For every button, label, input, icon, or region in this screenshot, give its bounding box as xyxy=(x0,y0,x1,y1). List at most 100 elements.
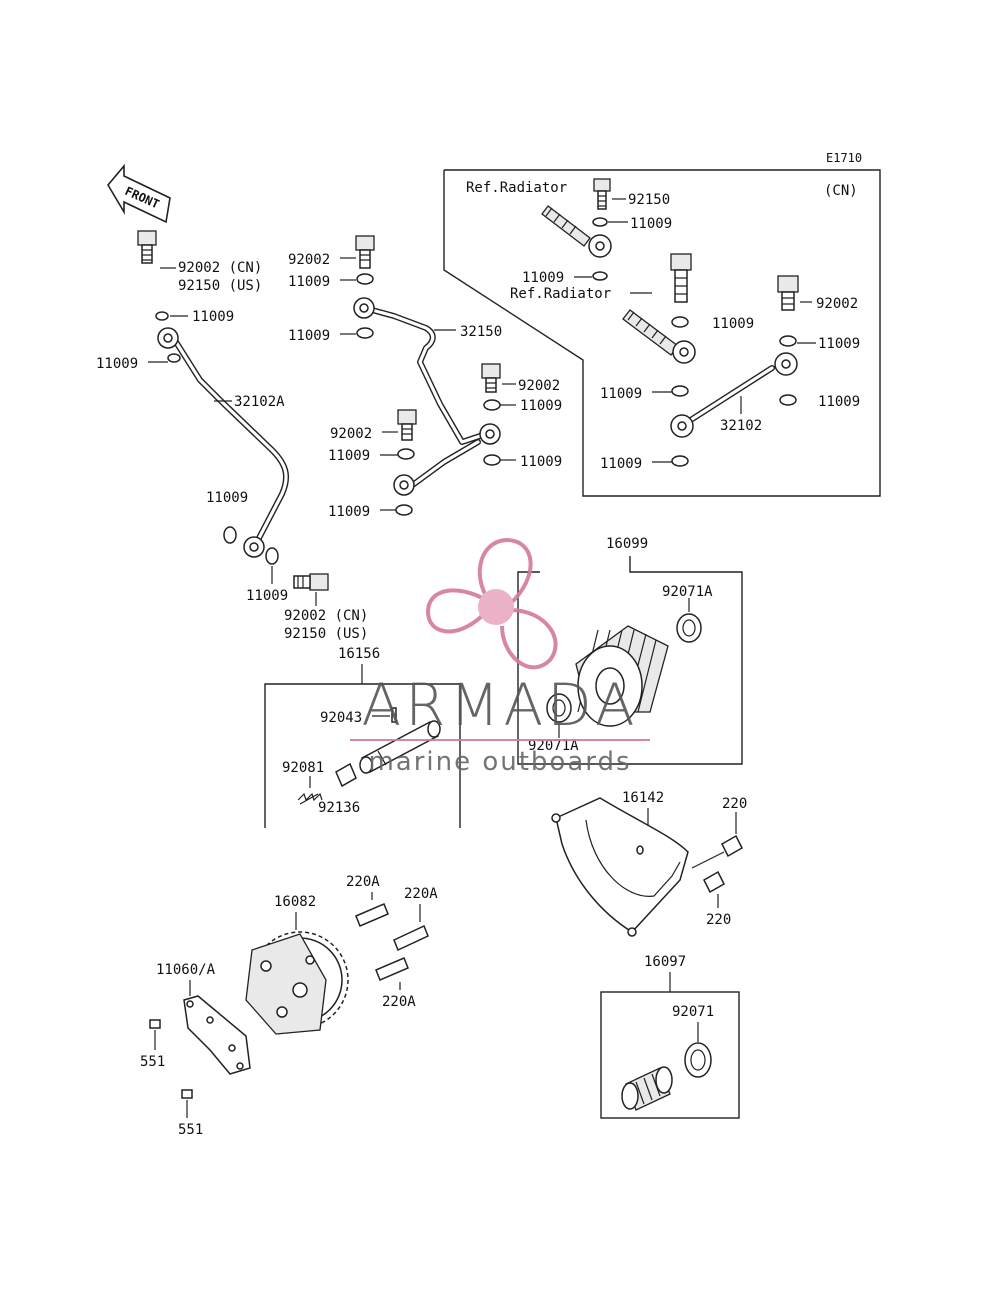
bolt-92150-cn xyxy=(593,178,611,210)
washer-11009 xyxy=(592,271,608,281)
bolt-92002 xyxy=(481,363,501,393)
o-ring-92071A xyxy=(676,613,702,643)
bracket-11060A xyxy=(183,995,251,1075)
washer-11009 xyxy=(265,547,279,565)
label-11009: 11009 xyxy=(288,274,330,290)
bolt-92002 xyxy=(397,409,417,441)
propeller-icon xyxy=(425,537,558,670)
label-92002-cn: 92002 (CN) xyxy=(284,608,368,624)
ref-radiator-label-2: Ref.Radiator xyxy=(510,286,611,302)
washer-11009 xyxy=(155,311,169,321)
oil-screen-frame xyxy=(600,991,740,1119)
label-11009: 11009 xyxy=(206,490,248,506)
collar-92136 xyxy=(335,762,357,788)
label-92002-cn: 92002 (CN) xyxy=(178,260,262,276)
washer-11009 xyxy=(671,385,689,397)
washer-11009 xyxy=(592,217,608,227)
bolt-220A xyxy=(393,904,429,952)
label-220: 220 xyxy=(722,796,747,812)
label-11009: 11009 xyxy=(600,456,642,472)
oil-pump-16082 xyxy=(245,931,349,1035)
armada-watermark: ARMADA marine outboards xyxy=(350,537,650,777)
washer-11009 xyxy=(671,455,689,467)
washer-11009 xyxy=(483,399,501,411)
washer-11009 xyxy=(356,273,374,285)
washer-11009 xyxy=(483,454,501,466)
oil-filter-frame xyxy=(517,556,743,765)
label-551: 551 xyxy=(140,1054,165,1070)
washer-11009 xyxy=(356,327,374,339)
label-16142: 16142 xyxy=(622,790,664,806)
label-92150-top: 92150 xyxy=(628,192,670,208)
washer-11009 xyxy=(167,353,181,363)
oil-screen-16097 xyxy=(621,1066,673,1111)
washer-11009 xyxy=(779,394,797,406)
label-16156: 16156 xyxy=(338,646,380,662)
washer-11009 xyxy=(395,504,413,516)
diagram-code: E1710 xyxy=(826,151,862,165)
label-11009: 11009 xyxy=(246,588,288,604)
spring-92081 xyxy=(297,792,323,805)
label-16097: 16097 xyxy=(644,954,686,970)
bolt-92002-bottom-left xyxy=(293,573,329,591)
label-11009: 11009 xyxy=(192,309,234,325)
label-92071A: 92071A xyxy=(662,584,713,600)
radiator-banjo-fitting-1 xyxy=(541,205,612,258)
oil-pipe-32150 xyxy=(353,297,501,445)
ref-radiator-label-1: Ref.Radiator xyxy=(466,180,567,196)
cover-16142 xyxy=(551,797,689,937)
label-11009: 11009 xyxy=(288,328,330,344)
bolt-92002 xyxy=(355,235,375,269)
washer-11009 xyxy=(779,335,797,347)
washer-11009 xyxy=(397,448,415,460)
label-11009: 11009 xyxy=(818,336,860,352)
o-ring-92071A xyxy=(546,693,572,723)
label-11009: 11009 xyxy=(712,316,754,332)
label-11009: 11009 xyxy=(328,504,370,520)
o-ring-92071 xyxy=(684,1042,712,1078)
oil-filter-16099 xyxy=(575,625,669,727)
label-11009: 11009 xyxy=(522,270,564,286)
relief-valve-16156 xyxy=(359,720,441,774)
bolt-220 xyxy=(691,834,743,869)
label-92071: 92071 xyxy=(672,1004,714,1020)
label-11009: 11009 xyxy=(818,394,860,410)
label-32150: 32150 xyxy=(460,324,502,340)
label-551: 551 xyxy=(178,1122,203,1138)
label-16099: 16099 xyxy=(606,536,648,552)
label-92150-us: 92150 (US) xyxy=(284,626,368,642)
watermark-tagline: marine outboards xyxy=(368,747,631,777)
label-11009: 11009 xyxy=(600,386,642,402)
label-32102A: 32102A xyxy=(234,394,285,410)
label-92043: 92043 xyxy=(320,710,362,726)
cn-option-frame xyxy=(443,169,881,497)
dowel-pin-551 xyxy=(149,1019,161,1029)
label-92071A: 92071A xyxy=(528,738,579,754)
label-11009: 11009 xyxy=(520,398,562,414)
bolt-92002-top-left xyxy=(137,230,157,264)
label-220A: 220A xyxy=(404,886,438,902)
label-11009: 11009 xyxy=(630,216,672,232)
label-92002: 92002 xyxy=(288,252,330,268)
dowel-pin-551 xyxy=(181,1089,193,1099)
label-92136: 92136 xyxy=(318,800,360,816)
bolt-92002 xyxy=(777,275,799,311)
pin-92043 xyxy=(391,707,397,723)
relief-valve-frame xyxy=(264,683,461,828)
watermark-brand: ARMADA xyxy=(361,671,638,739)
label-220: 220 xyxy=(706,912,731,928)
label-11009: 11009 xyxy=(96,356,138,372)
oil-pipe-32102 xyxy=(670,352,798,438)
region-note: (CN) xyxy=(824,183,858,199)
label-92002: 92002 xyxy=(330,426,372,442)
bolt-92002-cn xyxy=(670,253,692,303)
label-92002: 92002 xyxy=(518,378,560,394)
washer-11009 xyxy=(223,526,237,544)
bolt-220 xyxy=(703,870,725,894)
label-11060A: 11060/A xyxy=(156,962,216,978)
front-arrow-icon: FRONT xyxy=(107,163,171,224)
washer-11009 xyxy=(671,316,689,328)
label-11009: 11009 xyxy=(520,454,562,470)
label-16082: 16082 xyxy=(274,894,316,910)
